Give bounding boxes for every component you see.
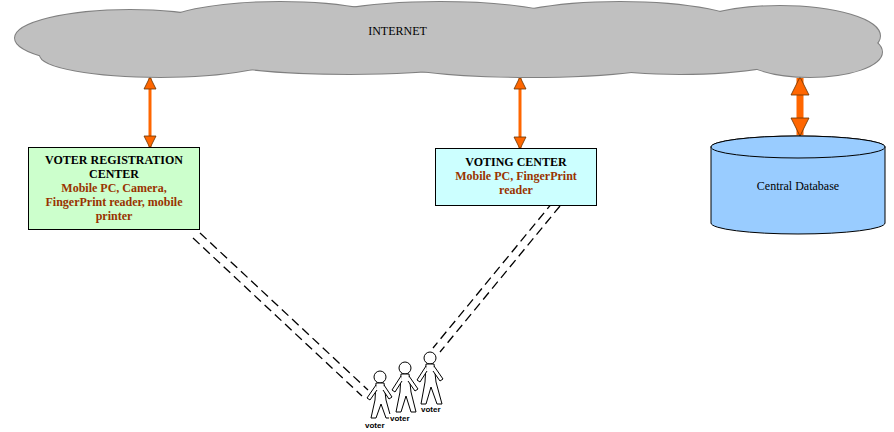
double-arrow xyxy=(519,78,522,148)
voter-label: voter xyxy=(389,414,411,423)
node-body: Mobile PC, FingerPrint reader xyxy=(442,169,590,197)
registration-center-box: VOTER REGISTRATION CENTERMobile PC, Came… xyxy=(28,147,200,230)
double-arrow xyxy=(797,78,804,135)
voter-label: voter xyxy=(364,421,386,430)
double-arrow xyxy=(149,78,152,147)
node-title: VOTER REGISTRATION CENTER xyxy=(35,153,193,181)
voting-center-box: VOTING CENTERMobile PC, FingerPrint read… xyxy=(435,148,597,206)
cloud-outline xyxy=(10,0,885,78)
node-body: Mobile PC, Camera, FingerPrint reader, m… xyxy=(35,181,193,223)
voter-label: voter xyxy=(420,405,442,414)
internet-cloud: INTERNET xyxy=(10,0,885,78)
database-cylinder: Central Database xyxy=(710,135,886,235)
node-title: INTERNET xyxy=(10,24,785,38)
node-title: Central Database xyxy=(718,179,878,193)
node-title: VOTING CENTER xyxy=(442,155,590,169)
